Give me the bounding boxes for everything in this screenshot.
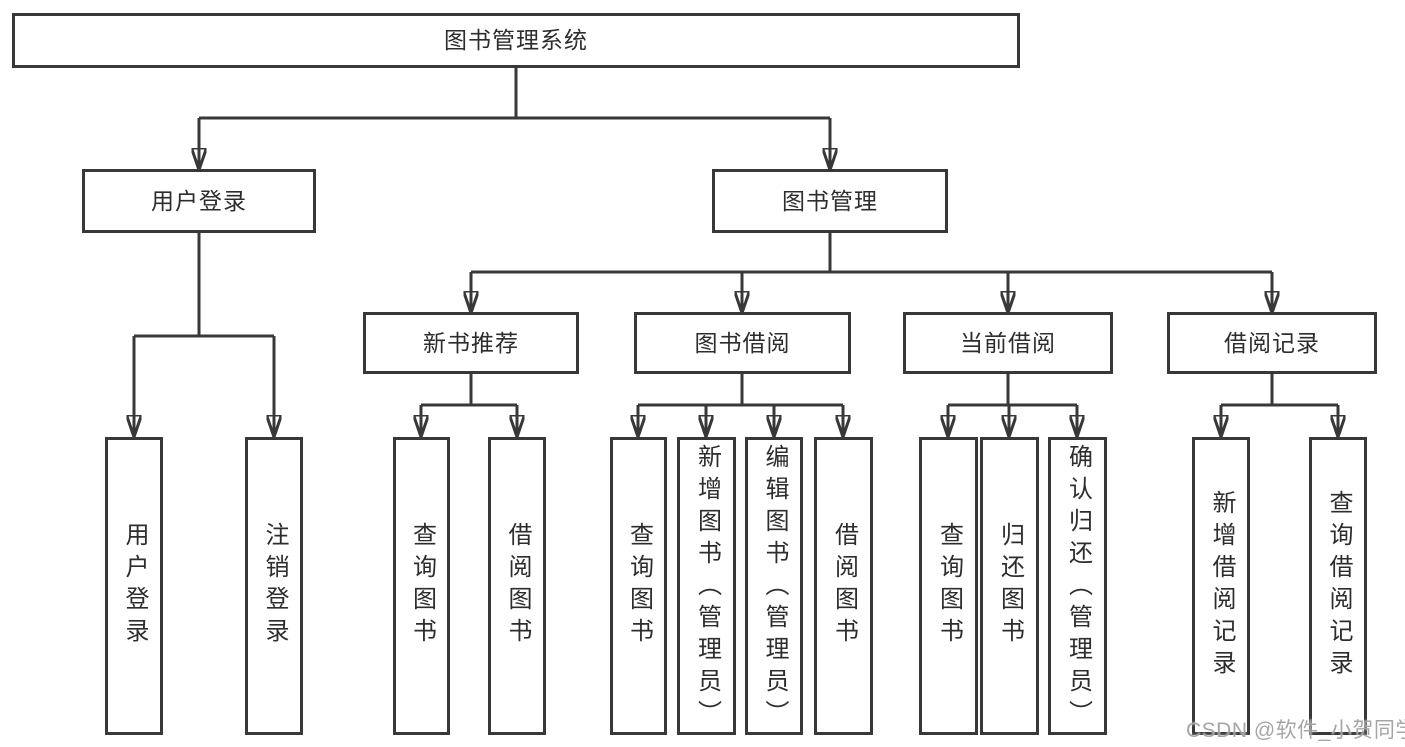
node-book-management-branch: 图书管理 bbox=[712, 169, 948, 233]
connector-user-login bbox=[134, 233, 274, 436]
node-borrow-records: 借阅记录 bbox=[1167, 312, 1377, 374]
leaf-user-login: 用户登录 bbox=[105, 437, 163, 735]
leaf-logout: 注销登录 bbox=[245, 437, 303, 735]
leaf-current-query-books: 查询图书 bbox=[919, 437, 978, 735]
connector-book-management bbox=[471, 233, 1272, 312]
leaf-borrow-add-books-admin: 新增图书（管理员） bbox=[677, 437, 736, 735]
node-current-borrow: 当前借阅 bbox=[903, 312, 1113, 374]
connector-root bbox=[199, 68, 830, 169]
node-new-book-recommend: 新书推荐 bbox=[363, 312, 579, 374]
connector-current-borrow bbox=[948, 374, 1077, 436]
connector-borrow-records bbox=[1221, 374, 1338, 436]
leaf-borrow-borrow-books: 借阅图书 bbox=[814, 437, 873, 735]
leaf-current-confirm-return-admin: 确认归还（管理员） bbox=[1048, 437, 1107, 735]
node-book-borrow: 图书借阅 bbox=[634, 312, 851, 374]
connector-book-borrow bbox=[638, 374, 843, 436]
leaf-records-add-record: 新增借阅记录 bbox=[1192, 437, 1250, 735]
leaf-newbook-borrow-books: 借阅图书 bbox=[488, 437, 546, 735]
csdn-watermark: CSDN @软件_小贺同学 bbox=[1186, 719, 1405, 742]
connector-new-book bbox=[421, 374, 517, 436]
leaf-borrow-query-books: 查询图书 bbox=[610, 437, 667, 735]
leaf-newbook-query-books: 查询图书 bbox=[393, 437, 450, 735]
leaf-records-query-record: 查询借阅记录 bbox=[1309, 437, 1367, 735]
node-user-login-branch: 用户登录 bbox=[82, 169, 316, 233]
leaf-current-return-books: 归还图书 bbox=[980, 437, 1039, 735]
node-root-system: 图书管理系统 bbox=[12, 13, 1020, 68]
leaf-borrow-edit-books-admin: 编辑图书（管理员） bbox=[745, 437, 803, 735]
